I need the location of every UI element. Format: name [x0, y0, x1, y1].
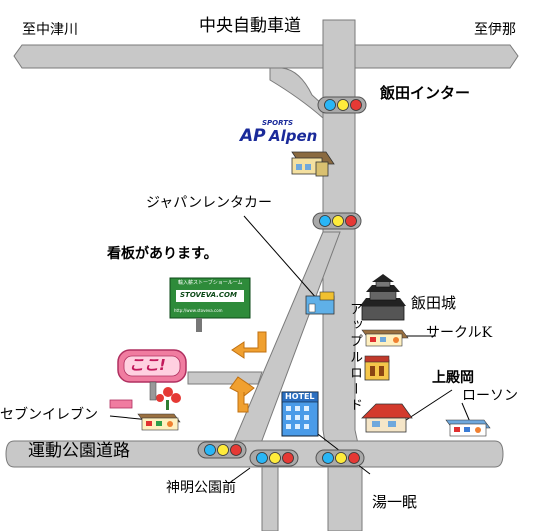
- seven-eleven-label: セブンイレブン: [0, 407, 98, 423]
- expressway-road: [13, 44, 519, 69]
- signal-sports-east: [315, 449, 365, 467]
- koko-sign-text: ここ!: [129, 356, 166, 374]
- hotel-building-icon: [281, 391, 319, 437]
- alpen-logo: SPORTS AP Alpen: [240, 118, 324, 148]
- leader-shinmei: [227, 467, 251, 485]
- signal-rentacar: [312, 212, 362, 230]
- arrow-bottom: [229, 376, 255, 413]
- leader-rentacar: [243, 215, 319, 301]
- store-sign-url: http://www.stoveva.com: [174, 308, 223, 313]
- sports-park-road-label: 運動公園道路: [28, 441, 130, 461]
- iida-castle-label: 飯田城: [411, 294, 457, 312]
- apple-road-label: アップルロード: [347, 302, 362, 414]
- hotel-sign-text: HOTEL: [285, 392, 315, 401]
- signal-shinmei: [249, 449, 299, 467]
- castle-icon: [360, 274, 406, 321]
- signboard-note: 看板があります。: [107, 246, 218, 262]
- restaurant-icon: [364, 355, 390, 381]
- side-street: [187, 371, 263, 385]
- rentacar-label: ジャパンレンタカー: [146, 195, 272, 211]
- rentacar-building-icon: [305, 291, 335, 315]
- shinmei-park-label: 神明公園前: [166, 480, 236, 496]
- yuichimin-label: 湯一眠: [372, 493, 418, 511]
- to-nakatsugawa-label: 至中津川: [22, 22, 78, 38]
- store-sign-main: STOVEVA.COM: [180, 291, 237, 299]
- alpen-logo-mark: AP: [240, 126, 266, 146]
- circle-k-store-icon: [361, 329, 409, 347]
- flowers-icon: [156, 387, 181, 410]
- seven-eleven-store-icon: [137, 413, 181, 431]
- alpen-store-icon: [291, 151, 335, 177]
- store-signboard: [169, 277, 251, 332]
- koko-signboard: [109, 349, 187, 409]
- interchange-ramp: [269, 67, 324, 120]
- iida-ic-label: 飯田インター: [380, 84, 471, 102]
- expressway-label: 中央自動車道: [199, 16, 301, 36]
- leader-kamitonooka: [399, 389, 453, 425]
- arrow-top: [231, 331, 267, 359]
- alpen-logo-text: Alpen: [269, 127, 318, 145]
- circle-k-label: サークルK: [426, 325, 493, 341]
- kamitonooka-label: 上殿岡: [432, 370, 474, 386]
- leader-lawson: [461, 402, 471, 423]
- alpen-logo-small: SPORTS: [262, 119, 294, 127]
- store-sign-top: 輸入薪ストーブショールーム: [178, 280, 243, 286]
- lawson-store-icon: [445, 419, 491, 437]
- lawson-label: ローソン: [462, 388, 518, 404]
- signal-iida-ic: [317, 96, 367, 114]
- signal-sports-west: [197, 441, 247, 459]
- house-icon: [361, 403, 413, 433]
- to-ina-label: 至伊那: [474, 22, 516, 38]
